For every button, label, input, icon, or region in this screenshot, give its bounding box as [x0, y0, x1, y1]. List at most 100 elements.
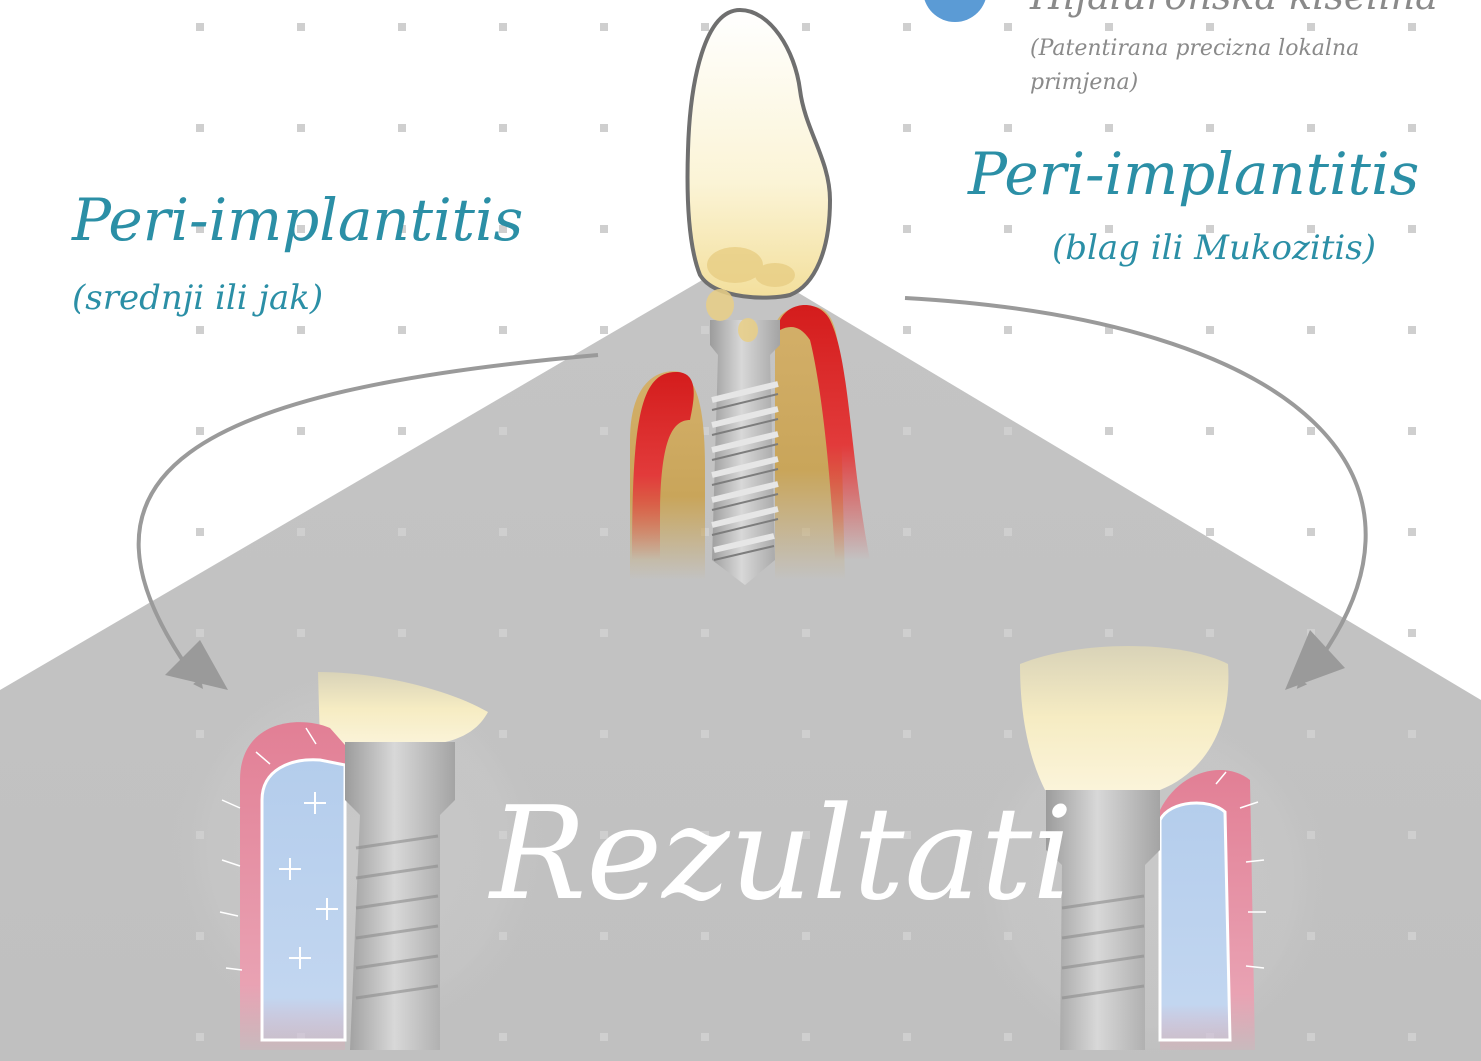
grid-dot — [1408, 23, 1416, 31]
grid-dot — [903, 124, 911, 132]
grid-dot — [499, 629, 507, 637]
grid-dot — [196, 629, 204, 637]
grid-dot — [499, 427, 507, 435]
grid-dot — [297, 124, 305, 132]
grid-dot — [600, 932, 608, 940]
result-label: Rezultati — [490, 780, 1073, 929]
grid-dot — [903, 427, 911, 435]
grid-dot — [600, 629, 608, 637]
grid-dot — [297, 629, 305, 637]
grid-dot — [903, 1033, 911, 1041]
grid-dot — [600, 730, 608, 738]
grid-dot — [1307, 1033, 1315, 1041]
grid-dot — [297, 23, 305, 31]
grid-dot — [701, 629, 709, 637]
grid-dot — [297, 326, 305, 334]
grid-dot — [903, 225, 911, 233]
grid-dot — [1206, 528, 1214, 536]
legend-note: (Patentirana precizna lokalna — [1030, 36, 1359, 61]
grid-dot — [398, 124, 406, 132]
grid-dot — [903, 932, 911, 940]
crown-icon — [688, 10, 831, 298]
grid-dot — [1408, 629, 1416, 637]
grid-dot — [1105, 629, 1113, 637]
grid-dot — [1206, 124, 1214, 132]
grid-dot — [600, 1033, 608, 1041]
grid-dot — [196, 326, 204, 334]
grid-dot — [1408, 932, 1416, 940]
grid-dot — [1307, 326, 1315, 334]
grid-dot — [802, 629, 810, 637]
grid-dot — [701, 730, 709, 738]
grid-dot — [1004, 326, 1012, 334]
grid-dot — [499, 528, 507, 536]
grid-dot — [600, 528, 608, 536]
grid-dot — [1206, 629, 1214, 637]
grid-dot — [1105, 528, 1113, 536]
grid-dot — [1408, 225, 1416, 233]
legend-title: Hijaluronska kiselina — [1030, 0, 1438, 18]
grid-dot — [701, 1033, 709, 1041]
grid-dot — [1408, 1033, 1416, 1041]
grid-dot — [1105, 427, 1113, 435]
grid-dot — [802, 1033, 810, 1041]
grid-dot — [903, 528, 911, 536]
grid-dot — [1408, 831, 1416, 839]
grid-dot — [398, 528, 406, 536]
grid-dot — [1206, 427, 1214, 435]
grid-dot — [499, 23, 507, 31]
right-branch-subtitle: (blag ili Mukozitis) — [1052, 228, 1376, 268]
grid-dot — [196, 427, 204, 435]
grid-dot — [802, 932, 810, 940]
grid-dot — [1105, 23, 1113, 31]
grid-dot — [499, 326, 507, 334]
grid-dot — [1004, 528, 1012, 536]
implant-icon — [630, 10, 870, 585]
grid-dot — [600, 427, 608, 435]
grid-dot — [1307, 427, 1315, 435]
grid-dot — [398, 326, 406, 334]
grid-dot — [196, 730, 204, 738]
grid-dot — [1206, 23, 1214, 31]
grid-dot — [1408, 326, 1416, 334]
grid-dot — [903, 326, 911, 334]
grid-dot — [196, 23, 204, 31]
legend-note: primjena) — [1030, 70, 1138, 95]
grid-dot — [1004, 23, 1012, 31]
grid-dot — [1004, 1033, 1012, 1041]
grid-dot — [1408, 528, 1416, 536]
grid-dot — [701, 932, 709, 940]
grid-dot — [1004, 225, 1012, 233]
grid-dot — [802, 730, 810, 738]
grid-dot — [1307, 124, 1315, 132]
legend-dot — [923, 0, 987, 22]
grid-dot — [398, 427, 406, 435]
grid-dot — [196, 124, 204, 132]
grid-dot — [600, 225, 608, 233]
grid-dot — [398, 629, 406, 637]
grid-dot — [297, 427, 305, 435]
left-branch-subtitle: (srednji ili jak) — [72, 278, 323, 318]
grid-dot — [196, 1033, 204, 1041]
grid-dot — [196, 528, 204, 536]
grid-dot — [701, 23, 709, 31]
grid-dot — [1004, 730, 1012, 738]
grid-dot — [600, 124, 608, 132]
grid-dot — [701, 326, 709, 334]
grid-dot — [600, 23, 608, 31]
grid-dot — [499, 1033, 507, 1041]
grid-dot — [1004, 427, 1012, 435]
grid-dot — [1408, 124, 1416, 132]
grid-dot — [903, 23, 911, 31]
grid-dot — [903, 629, 911, 637]
grid-dot — [1307, 23, 1315, 31]
left-branch-title: Peri-implantitis — [72, 186, 523, 254]
grid-dot — [1408, 427, 1416, 435]
grid-dot — [802, 23, 810, 31]
grid-dot — [499, 124, 507, 132]
grid-dot — [1004, 124, 1012, 132]
grid-dot — [398, 23, 406, 31]
grid-dot — [1004, 629, 1012, 637]
grid-dot — [297, 528, 305, 536]
